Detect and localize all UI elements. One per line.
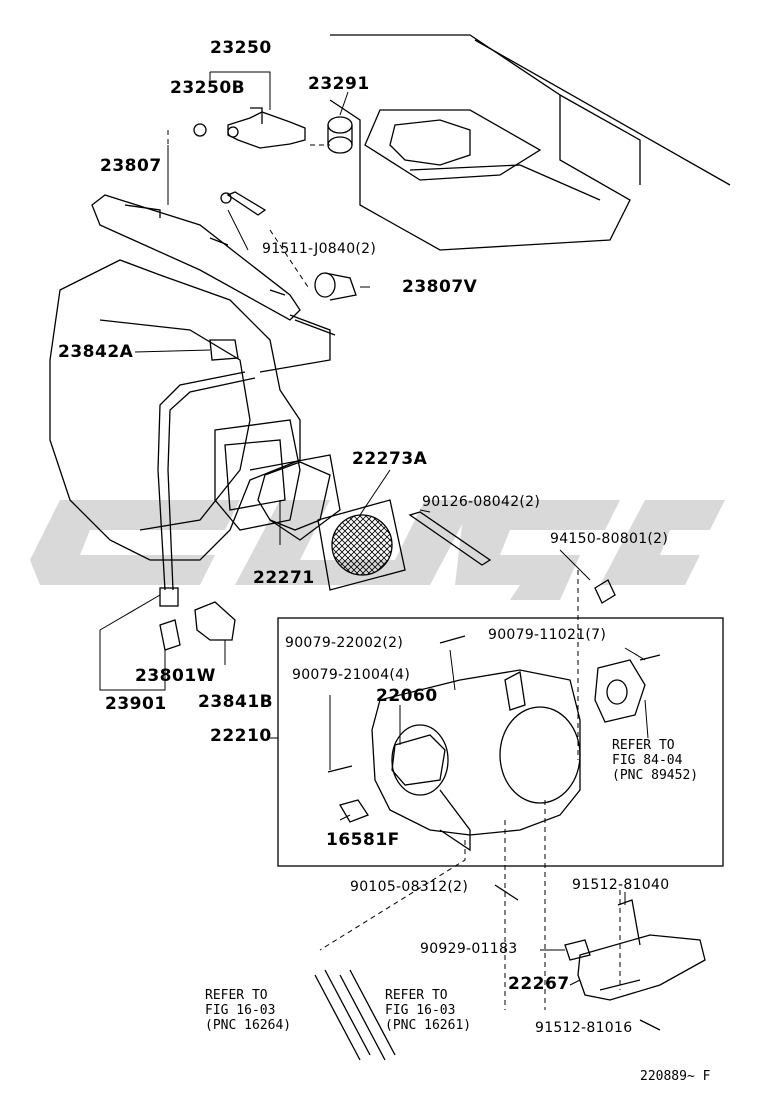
dashed-leaders <box>167 130 621 1010</box>
label-22060: 22060 <box>376 686 438 706</box>
ref-line: FIG 16-03 <box>385 1003 456 1018</box>
label-23250b: 23250B <box>170 78 246 98</box>
label-16581f: 16581F <box>326 830 400 850</box>
label-22210: 22210 <box>210 726 272 746</box>
label-22267: 22267 <box>508 974 570 994</box>
gasket-22271 <box>257 461 331 531</box>
label-90079-11021: 90079-11021(7) <box>488 627 607 643</box>
ref-line: REFER TO <box>205 988 268 1003</box>
diagram-suffix: F <box>702 1069 711 1084</box>
nut-94150 <box>594 579 616 604</box>
ref-line: REFER TO <box>612 738 675 753</box>
label-91512-81040: 91512-81040 <box>572 877 670 893</box>
stud-90126 <box>408 511 492 566</box>
o-ring <box>193 123 207 137</box>
label-23841b: 23841B <box>198 692 274 712</box>
label-90079-21004: 90079-21004(4) <box>292 667 411 683</box>
reference-fig-84-04: REFER TO FIG 84-04 (PNC 89452) <box>612 738 698 783</box>
sensor-bracket <box>594 659 646 723</box>
label-22271: 22271 <box>253 568 315 588</box>
clip-23801w <box>159 619 181 651</box>
bolt-90079-21004 <box>327 765 353 773</box>
injector <box>227 107 306 149</box>
bolt-90079-22002 <box>439 635 466 644</box>
intake-manifold <box>49 259 341 561</box>
clip-16581f <box>339 799 369 823</box>
bracket-23841b <box>194 601 236 641</box>
ref-line: FIG 84-04 <box>612 753 683 768</box>
insulator <box>327 116 353 154</box>
throttle-cable <box>314 969 396 1061</box>
ref-line: FIG 16-03 <box>205 1003 276 1018</box>
label-23801w: 23801W <box>135 666 216 686</box>
ref-line: REFER TO <box>385 988 448 1003</box>
label-23807: 23807 <box>100 156 162 176</box>
label-23842a: 23842A <box>58 342 134 362</box>
throttle-bracket <box>577 934 706 1001</box>
delivery-pipe-spacer <box>314 272 357 301</box>
throttle-body-frame <box>277 617 724 867</box>
ref-line: (PNC 16264) <box>205 1018 292 1033</box>
hose-clip-90929 <box>564 939 591 961</box>
label-91512-81016: 91512-81016 <box>535 1020 633 1036</box>
label-91511: 91511-J0840(2) <box>262 241 377 257</box>
diagram-id: 220889~ F <box>640 1069 711 1084</box>
label-22273a: 22273A <box>352 449 428 469</box>
label-23291: 23291 <box>308 74 370 94</box>
bolt-91512-81040 <box>617 899 641 946</box>
throttle-body <box>371 669 581 852</box>
ref-line: (PNC 16261) <box>385 1018 472 1033</box>
label-90079-22002: 90079-22002(2) <box>285 635 404 651</box>
label-94150: 94150-80801(2) <box>550 531 669 547</box>
hose-clamp <box>209 339 239 361</box>
label-23901: 23901 <box>105 694 167 714</box>
bolt <box>220 191 267 216</box>
vacuum-hose <box>157 371 256 607</box>
label-23250: 23250 <box>210 38 272 58</box>
engine-head-outline <box>329 34 731 251</box>
bolt-90105 <box>494 884 519 901</box>
ref-line: (PNC 89452) <box>612 768 699 783</box>
fuel-rail <box>91 194 336 373</box>
watermark-logo <box>30 500 725 600</box>
reference-fig-16-03-pnc-16261: REFER TO FIG 16-03 (PNC 16261) <box>385 988 471 1033</box>
label-90929: 90929-01183 <box>420 941 518 957</box>
label-90126: 90126-08042(2) <box>422 494 541 510</box>
diagram-number: 220889 <box>640 1069 687 1084</box>
label-90105: 90105-08312(2) <box>350 879 469 895</box>
bolt-91512-81016 <box>639 1019 661 1031</box>
reference-fig-16-03-pnc-16264: REFER TO FIG 16-03 (PNC 16264) <box>205 988 291 1033</box>
label-23807v: 23807V <box>402 277 478 297</box>
